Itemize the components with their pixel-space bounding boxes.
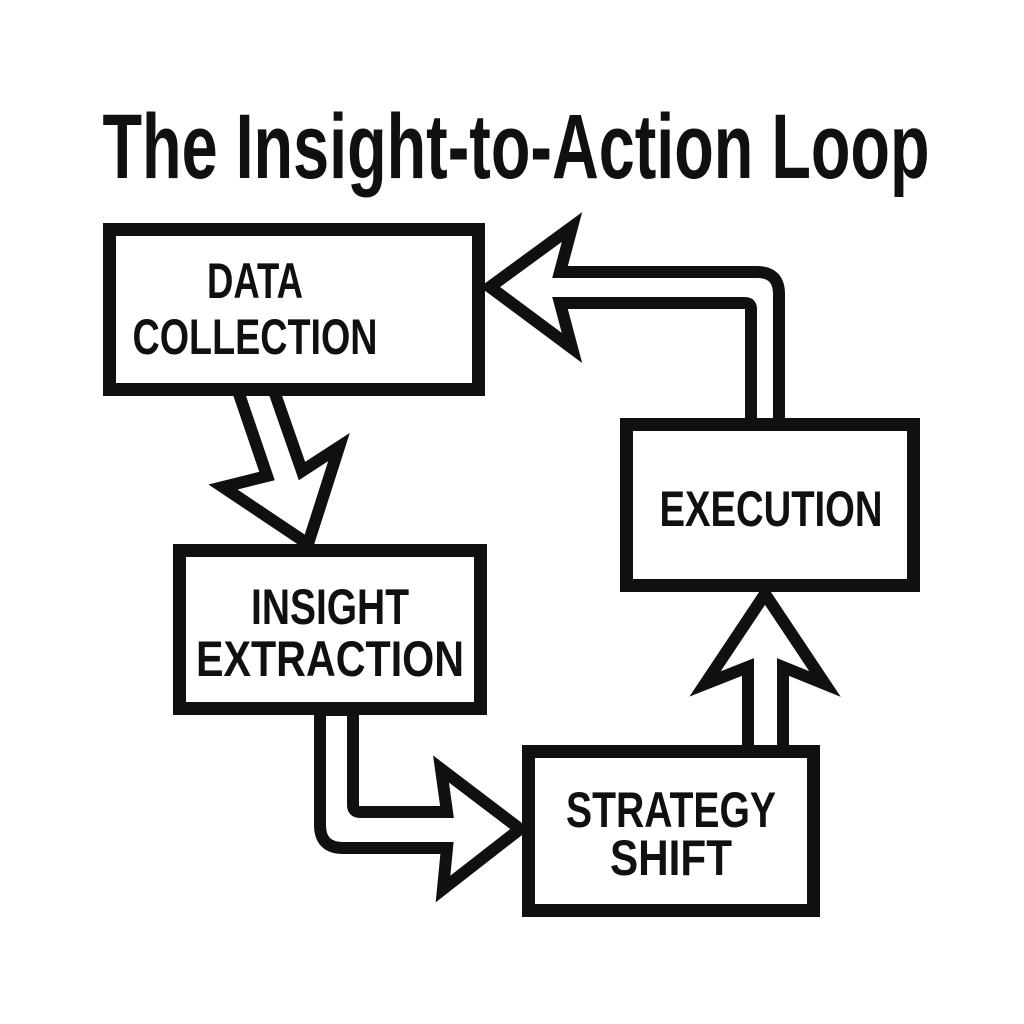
node-strategy-shift: STRATEGY SHIFT [522,745,820,917]
arrow-strategy-shift-to-execution [689,583,841,758]
node-insight-extraction-box [173,544,487,715]
node-insight-extraction-label-line2: EXTRACTION [196,631,464,687]
arrow-data-collection-to-insight-extraction [208,382,350,554]
node-strategy-shift-label-line2: SHIFT [610,830,732,886]
node-execution: EXECUTION [620,418,920,592]
page-title: The Insight-to-Action Loop [103,96,930,198]
arrow-insight-extraction-to-strategy-shift [314,704,530,903]
node-execution-box [620,418,920,592]
node-data-collection-label-line1: DATA [207,253,303,309]
node-execution-label-line1: EXECUTION [660,481,883,537]
node-data-collection-label-line2: COLLECTION [133,309,378,365]
node-strategy-shift-box [522,745,820,917]
node-insight-extraction-label-line1: INSIGHT [251,579,409,635]
node-data-collection: DATA COLLECTION [103,223,485,396]
arrow-execution-to-data-collection [479,212,785,430]
node-strategy-shift-label-line1: STRATEGY [566,782,776,838]
node-insight-extraction: INSIGHT EXTRACTION [173,544,487,715]
node-data-collection-box [103,223,485,396]
